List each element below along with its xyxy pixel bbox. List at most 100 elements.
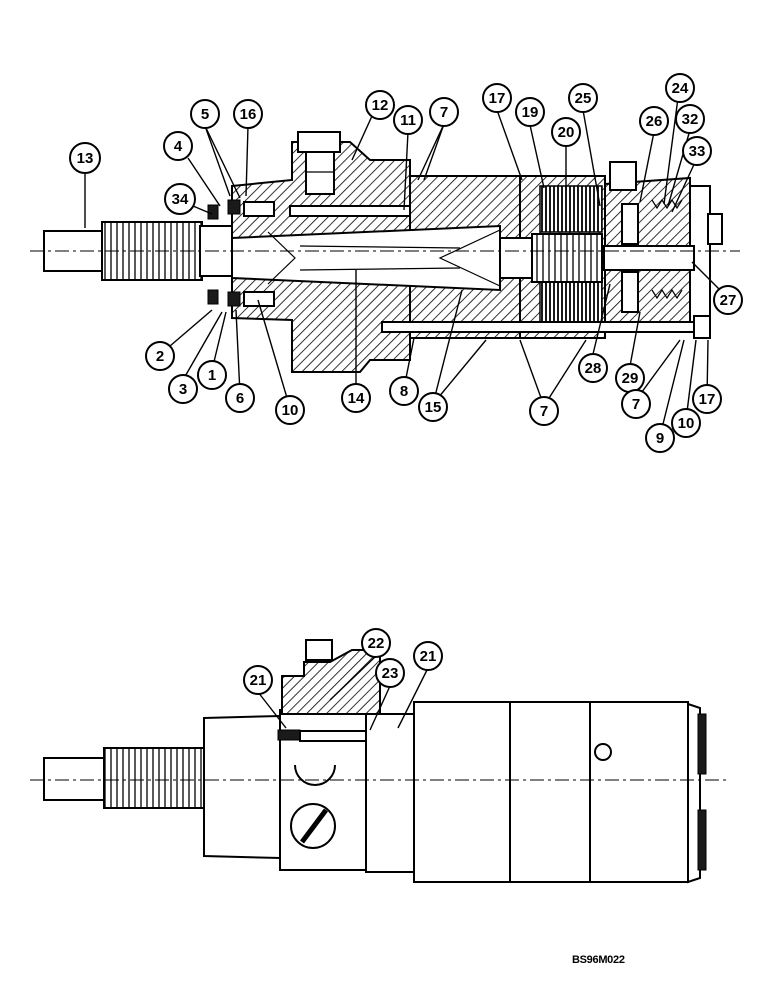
port-plug xyxy=(305,639,333,661)
callout-7-c: 7 xyxy=(621,389,651,419)
tie-bolts xyxy=(289,205,711,339)
svg-text:21: 21 xyxy=(250,672,267,689)
callout-7-b: 7 xyxy=(529,396,559,426)
svg-text:15: 15 xyxy=(425,399,442,416)
svg-text:7: 7 xyxy=(632,396,640,413)
svg-text:14: 14 xyxy=(348,390,365,407)
gerotor-disc-stack xyxy=(531,185,603,329)
svg-text:10: 10 xyxy=(678,415,695,432)
callout-22: 22 xyxy=(361,628,391,658)
callout-9: 9 xyxy=(645,423,675,453)
callout-16: 17 xyxy=(692,384,722,414)
callout-13: 12 xyxy=(365,90,395,120)
exterior-motor-view xyxy=(30,639,730,884)
svg-text:23: 23 xyxy=(382,665,399,682)
callout-6: 6 xyxy=(225,383,255,413)
callout-group-top: 13 4 34 5 16 12 11 7 17 19 20 25 24 26 3… xyxy=(69,73,743,453)
callout-4: 4 xyxy=(163,131,193,161)
end-bolt-top xyxy=(697,713,707,775)
check-ball-left xyxy=(277,729,301,741)
shaft-splines xyxy=(103,747,205,809)
callout-26: 24 xyxy=(665,73,695,103)
svg-text:32: 32 xyxy=(682,111,699,128)
callout-19: 16 xyxy=(233,99,263,129)
svg-text:22: 22 xyxy=(368,635,385,652)
mount-flange xyxy=(203,714,281,860)
svg-text:25: 25 xyxy=(575,90,592,107)
callout-30: 28 xyxy=(578,353,608,383)
body-section-2 xyxy=(509,701,591,883)
svg-text:6: 6 xyxy=(236,390,244,407)
plug-slot xyxy=(300,808,328,844)
callout-21-a: 21 xyxy=(243,665,273,695)
svg-text:7: 7 xyxy=(540,403,548,420)
callout-33: 33 xyxy=(682,136,712,166)
svg-text:28: 28 xyxy=(585,360,602,377)
svg-text:17: 17 xyxy=(489,90,506,107)
svg-text:26: 26 xyxy=(646,113,663,130)
bottom-leader-lines xyxy=(257,655,429,731)
sectioned-motor-view xyxy=(30,131,740,373)
callout-29: 27 xyxy=(713,285,743,315)
svg-text:7: 7 xyxy=(440,104,448,121)
callout-7-a: 7 xyxy=(429,97,459,127)
case-drain-port xyxy=(594,743,612,761)
callout-21-b: 21 xyxy=(413,641,443,671)
callout-8: 8 xyxy=(389,376,419,406)
callout-group-bottom: 21 22 23 21 xyxy=(243,628,443,695)
svg-text:4: 4 xyxy=(174,138,183,155)
callout-12: 11 xyxy=(393,105,423,135)
svg-text:33: 33 xyxy=(689,143,706,160)
seal-package xyxy=(207,199,275,307)
callout-25: 20 xyxy=(551,117,581,147)
callout-20: 17 xyxy=(482,83,512,113)
svg-text:29: 29 xyxy=(622,370,639,387)
svg-text:21: 21 xyxy=(420,648,437,665)
callout-14: 13 xyxy=(69,142,101,174)
shaft-end xyxy=(43,757,105,801)
svg-text:2: 2 xyxy=(156,348,164,365)
svg-text:24: 24 xyxy=(672,80,689,97)
svg-text:10: 10 xyxy=(282,402,299,419)
callout-5: 5 xyxy=(190,99,220,129)
body-collar xyxy=(365,713,415,873)
drawing-code-label: BS96M022 xyxy=(572,954,625,966)
svg-text:34: 34 xyxy=(172,191,189,208)
callout-28: 26 xyxy=(639,106,669,136)
svg-text:8: 8 xyxy=(400,383,408,400)
svg-text:27: 27 xyxy=(720,292,737,309)
svg-text:11: 11 xyxy=(400,112,416,129)
callout-3: 3 xyxy=(168,374,198,404)
svg-text:19: 19 xyxy=(522,104,539,121)
callout-11: 10 xyxy=(275,395,305,425)
svg-text:16: 16 xyxy=(240,106,257,123)
callout-34: 34 xyxy=(164,183,196,215)
callout-15: 14 xyxy=(341,383,371,413)
callout-31: 29 xyxy=(615,363,645,393)
top-leader-lines xyxy=(84,97,725,437)
end-bolt-bottom xyxy=(697,809,707,871)
svg-text:9: 9 xyxy=(656,430,664,447)
svg-text:13: 13 xyxy=(77,150,94,167)
svg-text:5: 5 xyxy=(201,106,209,123)
brake-springs xyxy=(603,198,695,313)
callout-27: 25 xyxy=(568,83,598,113)
callout-17: 15 xyxy=(418,392,448,422)
port-block-section xyxy=(281,649,381,715)
svg-text:1: 1 xyxy=(208,367,216,384)
callout-24: 19 xyxy=(515,97,545,127)
svg-text:3: 3 xyxy=(179,381,187,398)
body-section-1 xyxy=(413,701,511,883)
callout-23: 23 xyxy=(375,658,405,688)
drive-shaft xyxy=(231,224,541,292)
svg-text:17: 17 xyxy=(699,391,716,408)
callout-10: 10 xyxy=(671,408,701,438)
end-cap xyxy=(687,702,701,884)
callout-1: 1 xyxy=(197,360,227,390)
body-section-3 xyxy=(589,701,689,883)
callout-32: 32 xyxy=(675,104,705,134)
svg-text:12: 12 xyxy=(372,97,389,114)
svg-text:20: 20 xyxy=(558,124,575,141)
callout-2: 2 xyxy=(145,341,175,371)
